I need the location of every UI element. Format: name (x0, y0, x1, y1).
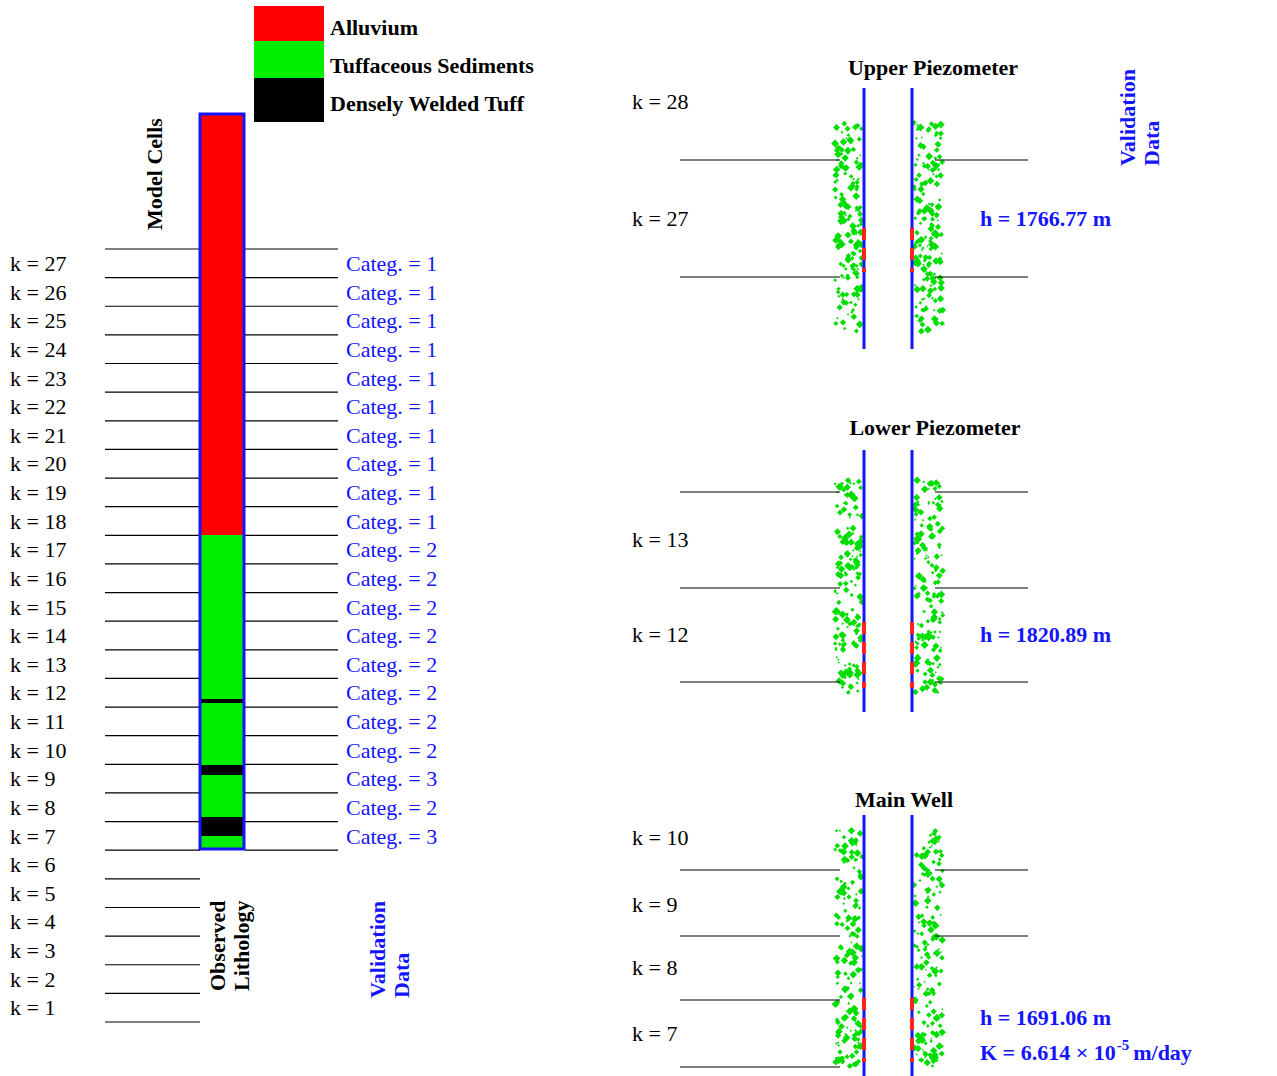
legend-swatch (254, 41, 324, 78)
label: -5 (1117, 1037, 1130, 1054)
label: h = 1820.89 m (980, 623, 1111, 647)
welded-tuff-layer (200, 817, 244, 836)
category-label: Categ. = 2 (346, 653, 437, 677)
layer-index: k = 6 (10, 853, 55, 877)
layer-index: k = 4 (10, 910, 55, 934)
well-title: Main Well (855, 788, 953, 812)
category-label: Categ. = 1 (346, 481, 437, 505)
category-label: Categ. = 2 (346, 567, 437, 591)
well-cell-lines (680, 160, 1028, 1067)
label: k = 12 (632, 623, 688, 647)
label: k = 28 (632, 90, 688, 114)
layer-index: k = 10 (10, 739, 66, 763)
category-label: Categ. = 1 (346, 338, 437, 362)
label: h = 1691.06 m (980, 1006, 1111, 1030)
layer-index: k = 15 (10, 595, 66, 619)
layer-index: k = 22 (10, 395, 66, 419)
label: k = 13 (632, 528, 688, 552)
welded-tuff-layer (200, 699, 244, 703)
category-label: Categ. = 2 (346, 681, 437, 705)
label: k = 8 (632, 956, 677, 980)
layer-index: k = 3 (10, 939, 55, 963)
label: K = 6.614 × 10 (980, 1041, 1116, 1065)
category-label: Categ. = 1 (346, 395, 437, 419)
layer-index: k = 13 (10, 653, 66, 677)
category-label: Categ. = 2 (346, 710, 437, 734)
category-label: Categ. = 1 (346, 281, 437, 305)
category-label: Categ. = 1 (346, 452, 437, 476)
label: m/day (1133, 1041, 1192, 1065)
layer-index: k = 23 (10, 366, 66, 390)
layer-index: k = 7 (10, 824, 55, 848)
layer-index: k = 2 (10, 968, 55, 992)
layer-index: k = 25 (10, 309, 66, 333)
layer-index: k = 14 (10, 624, 66, 648)
layer-index: k = 24 (10, 338, 66, 362)
layer-index: k = 11 (10, 710, 66, 734)
category-label: Categ. = 3 (346, 824, 437, 848)
well-screen (864, 228, 912, 1062)
category-label: Categ. = 1 (346, 510, 437, 534)
legend-text: Alluvium (330, 16, 418, 40)
well-casing (864, 88, 912, 1076)
label: k = 10 (632, 826, 688, 850)
axis-title: Validation Data (1116, 54, 1164, 166)
category-label: Categ. = 1 (346, 252, 437, 276)
axis-title: Observed Lithology (206, 879, 254, 991)
label: k = 9 (632, 893, 677, 917)
axis-title: Validation Data (366, 886, 414, 998)
label: k = 7 (632, 1022, 677, 1046)
category-label: Categ. = 2 (346, 739, 437, 763)
layer-index: k = 16 (10, 567, 66, 591)
layer-index: k = 17 (10, 538, 66, 562)
tuff-sediment-layer (200, 535, 244, 849)
layer-index: k = 20 (10, 452, 66, 476)
alluvium-layer (200, 114, 244, 535)
category-label: Categ. = 2 (346, 624, 437, 648)
well-title: Lower Piezometer (849, 416, 1020, 440)
layer-index: k = 1 (10, 996, 55, 1020)
layer-index: k = 5 (10, 882, 55, 906)
category-label: Categ. = 2 (346, 595, 437, 619)
legend-swatch (254, 6, 324, 41)
gravel-pack (831, 120, 946, 1069)
well-title: Upper Piezometer (848, 56, 1018, 80)
layer-index: k = 21 (10, 424, 66, 448)
category-label: Categ. = 2 (346, 796, 437, 820)
category-label: Categ. = 1 (346, 309, 437, 333)
layer-index: k = 26 (10, 281, 66, 305)
layer-index: k = 9 (10, 767, 55, 791)
layer-index: k = 18 (10, 510, 66, 534)
legend-swatch (254, 78, 324, 122)
legend-text: Densely Welded Tuff (330, 92, 524, 116)
label: h = 1766.77 m (980, 207, 1111, 231)
layer-index: k = 27 (10, 252, 66, 276)
layer-index: k = 19 (10, 481, 66, 505)
label: k = 27 (632, 207, 688, 231)
welded-tuff-layer (200, 765, 244, 775)
layer-index: k = 8 (10, 796, 55, 820)
lithology-column (200, 114, 244, 849)
category-label: Categ. = 1 (346, 424, 437, 448)
axis-title: Model Cells (143, 90, 167, 230)
layer-index: k = 12 (10, 681, 66, 705)
category-label: Categ. = 2 (346, 538, 437, 562)
category-label: Categ. = 3 (346, 767, 437, 791)
legend-text: Tuffaceous Sediments (330, 54, 534, 78)
category-label: Categ. = 1 (346, 366, 437, 390)
